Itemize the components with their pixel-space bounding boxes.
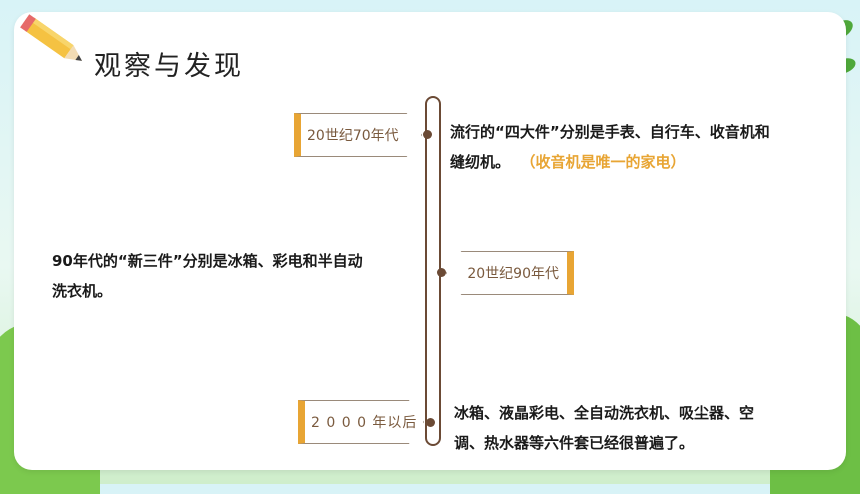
- timeline-dot: [437, 268, 446, 277]
- period-label: 20世纪70年代: [307, 128, 399, 144]
- timeline-text-1990s: 90年代的“新三件”分别是冰箱、彩电和半自动 洗衣机。: [52, 246, 432, 306]
- text-line: 流行的“四大件”分别是手表、自行车、收音机和: [450, 123, 770, 141]
- text-line: 90年代的“新三件”分别是冰箱、彩电和半自动: [52, 252, 363, 270]
- timeline-dot: [423, 130, 432, 139]
- text-line: 冰箱、液晶彩电、全自动洗衣机、吸尘器、空: [454, 404, 755, 422]
- period-tag-1970s: 20世纪70年代: [294, 113, 422, 157]
- period-label: 20世纪90年代: [467, 266, 559, 282]
- text-line-with-note: 缝纫机。 （收音机是唯一的家电）: [450, 147, 840, 177]
- text-line: 洗衣机。: [52, 282, 113, 300]
- text-line: 调、热水器等六件套已经很普遍了。: [454, 434, 695, 452]
- pencil-icon: [20, 14, 83, 61]
- period-tag-2000s: 2 0 0 0 年以后: [298, 400, 424, 444]
- period-tag-1990s: 20世纪90年代: [446, 251, 574, 295]
- timeline-dot: [426, 418, 435, 427]
- timeline-text-2000s: 冰箱、液晶彩电、全自动洗衣机、吸尘器、空 调、热水器等六件套已经很普遍了。: [454, 398, 834, 458]
- note-highlight: （收音机是唯一的家电）: [520, 153, 686, 171]
- content-card: 观察与发现 20世纪70年代 流行的“四大件”分别是手表、自行车、收音机和 缝纫…: [14, 12, 846, 470]
- text-line: 缝纫机。: [450, 153, 511, 171]
- timeline-text-1970s: 流行的“四大件”分别是手表、自行车、收音机和 缝纫机。 （收音机是唯一的家电）: [450, 117, 840, 177]
- period-label: 2 0 0 0 年以后: [311, 415, 418, 431]
- page-title: 观察与发现: [94, 51, 244, 82]
